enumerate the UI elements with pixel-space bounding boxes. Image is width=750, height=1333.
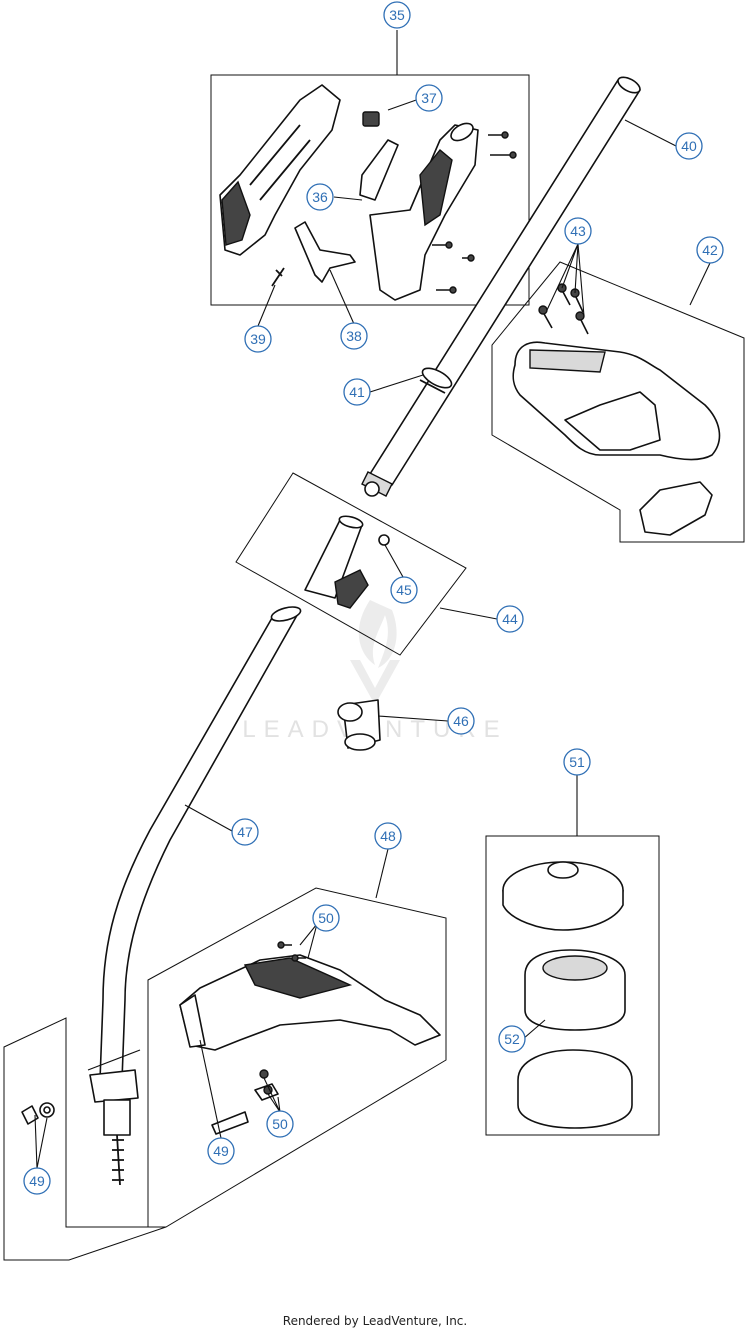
knob-washer [21, 1102, 55, 1125]
callout-39: 39 [244, 325, 272, 353]
lower-shaft [89, 606, 302, 1186]
handle-housing-left [219, 84, 341, 256]
coupler-box [235, 472, 467, 656]
svg-text:35: 35 [389, 7, 405, 23]
guard-hardware [211, 941, 306, 1135]
svg-text:45: 45 [396, 582, 412, 598]
shaft-clamp-box [3, 1017, 167, 1261]
callout-40: 40 [675, 132, 703, 160]
callout-45: 45 [390, 576, 418, 604]
assist-handle-box [491, 261, 745, 543]
callout-43: 43 [564, 217, 592, 245]
svg-text:43: 43 [570, 223, 586, 239]
callout-38: 38 [340, 322, 368, 350]
callout-37: 37 [415, 84, 443, 112]
screws-handle [432, 131, 517, 294]
svg-text:44: 44 [502, 611, 518, 627]
svg-text:41: 41 [349, 384, 365, 400]
svg-text:39: 39 [250, 331, 266, 347]
callout-42: 42 [696, 236, 724, 264]
upper-shaft [361, 76, 641, 497]
callout-46: 46 [447, 707, 475, 735]
callout-41: 41 [343, 378, 371, 406]
svg-text:48: 48 [380, 828, 396, 844]
svg-text:49: 49 [213, 1143, 229, 1159]
svg-text:46: 46 [453, 713, 469, 729]
svg-text:51: 51 [569, 754, 585, 770]
callout-50-upper: 50 [312, 904, 340, 932]
callout-50-lower: 50 [266, 1110, 294, 1138]
footer-credit: Rendered by LeadVenture, Inc. [282, 1314, 468, 1328]
shaft-coupler [304, 515, 390, 609]
connector-sleeve [337, 699, 381, 751]
callout-52: 52 [498, 1025, 526, 1053]
assist-handle [512, 341, 721, 536]
callout-47: 47 [231, 818, 259, 846]
callout-51: 51 [563, 748, 591, 776]
lock-lever [294, 221, 356, 283]
svg-text:47: 47 [237, 824, 253, 840]
grass-guard [179, 954, 441, 1051]
callout-49-clamp: 49 [23, 1167, 51, 1195]
leader-lines [34, 30, 711, 1169]
callout-44: 44 [496, 605, 524, 633]
callout-36: 36 [306, 183, 334, 211]
switch-trigger [359, 111, 399, 201]
svg-text:50: 50 [318, 910, 334, 926]
handle-assembly-box [210, 74, 530, 306]
spring [271, 267, 285, 287]
svg-text:49: 49 [29, 1173, 45, 1189]
svg-text:50: 50 [272, 1116, 288, 1132]
svg-text:38: 38 [346, 328, 362, 344]
handle-housing-right [369, 122, 479, 301]
svg-text:42: 42 [702, 242, 718, 258]
callout-35: 35 [383, 1, 411, 29]
trimmer-head [502, 861, 633, 1129]
trimmer-head-box [485, 835, 660, 1136]
svg-text:40: 40 [681, 138, 697, 154]
callout-49-guard: 49 [207, 1137, 235, 1165]
svg-text:36: 36 [312, 189, 328, 205]
watermark-logo-icon [350, 600, 400, 705]
guard-box [147, 887, 447, 1228]
callout-48: 48 [374, 822, 402, 850]
screws-assist [538, 283, 589, 335]
svg-text:37: 37 [421, 90, 437, 106]
svg-text:52: 52 [504, 1031, 520, 1047]
